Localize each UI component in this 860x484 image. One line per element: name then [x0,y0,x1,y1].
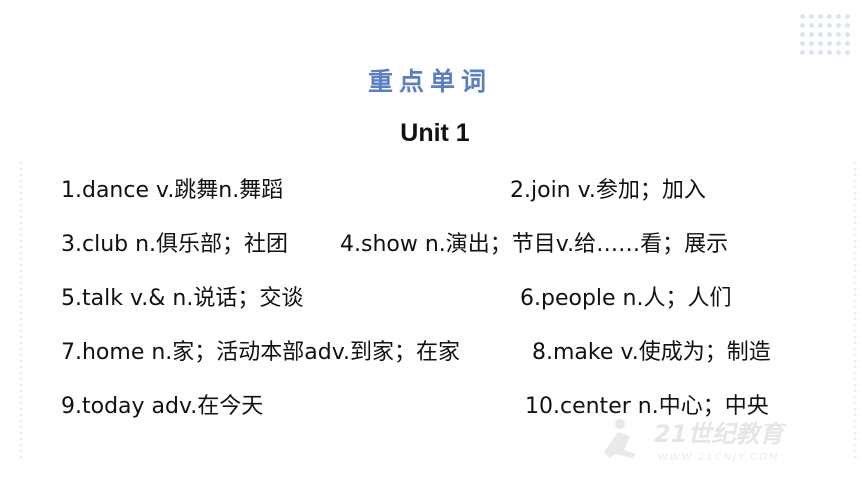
word-item-9: 9.today adv.在今天 [61,394,264,419]
watermark-url-text: WWW.21CNJY.COM [658,452,780,463]
word-item-3: 3.club n.俱乐部；社团 [61,232,289,257]
word-item-4: 4.show n.演出；节目v.给……看；展示 [340,232,729,257]
decorative-dots-left [18,160,24,460]
watermark-runner-icon [615,419,625,429]
decorative-dot-grid [798,12,852,56]
word-item-5: 5.talk v.& n.说话；交谈 [61,286,304,311]
slide-title: 重点单词 [367,67,492,96]
watermark-logo-text: 21世纪教育 [654,420,787,448]
watermark-runner-body [604,432,636,458]
word-item-10: 10.center n.中心；中央 [525,394,769,419]
word-item-7: 7.home n.家；活动本部adv.到家；在家 [61,340,461,365]
decorative-dots-right [852,160,860,460]
unit-heading: Unit 1 [400,119,470,147]
word-item-2: 2.join v.参加；加入 [510,178,706,203]
word-item-6: 6.people n.人；人们 [520,286,732,311]
watermark-logo: 21世纪教育 WWW.21CNJY.COM [604,419,787,463]
word-item-1: 1.dance v.跳舞n.舞蹈 [61,178,284,203]
word-item-8: 8.make v.使成为；制造 [532,340,771,365]
